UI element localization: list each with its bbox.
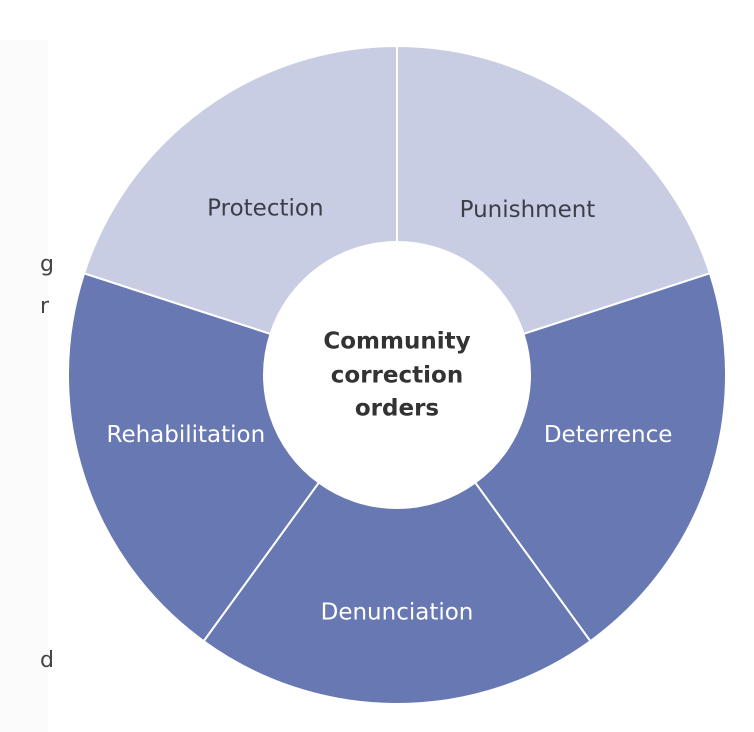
center-label-line-1: Community xyxy=(323,329,470,355)
background-strip xyxy=(0,40,48,732)
center-label-line-3: orders xyxy=(355,396,439,422)
segment-label-deterrence: Deterrence xyxy=(544,422,673,448)
cropped-text-fragment: g xyxy=(40,252,54,277)
segment-label-rehabilitation: Rehabilitation xyxy=(107,422,266,448)
segment-label-protection: Protection xyxy=(207,195,323,221)
cropped-text-fragment: r xyxy=(40,294,50,319)
center-circle xyxy=(264,242,530,508)
segment-label-punishment: Punishment xyxy=(460,197,596,223)
center-label-line-2: correction xyxy=(331,363,463,389)
segment-label-denunciation: Denunciation xyxy=(321,600,474,626)
cropped-text-fragment: d xyxy=(40,648,54,673)
